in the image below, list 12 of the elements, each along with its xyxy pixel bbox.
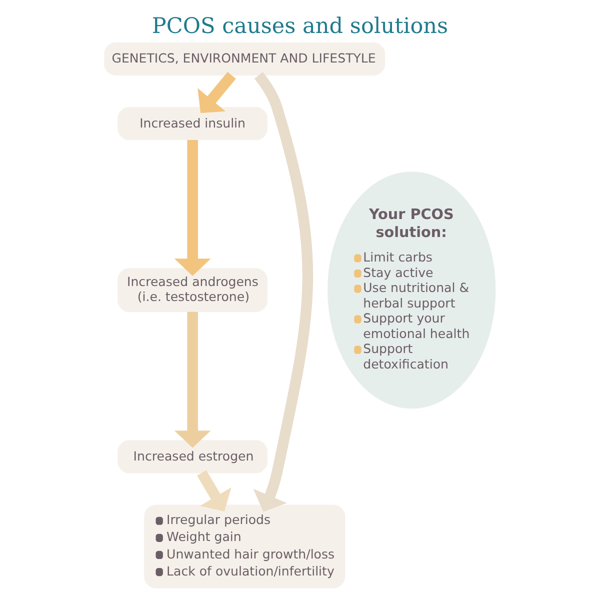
node-box: Increased estrogen bbox=[118, 440, 268, 474]
arrow bbox=[197, 470, 232, 512]
arrow bbox=[174, 140, 211, 276]
node-ellipse: Your PCOS solution: Limit carbs Stay active Use nutritional & herbal support Support your emotional health Support detoxification bbox=[328, 172, 496, 409]
arrow bbox=[253, 72, 313, 512]
node-box: Irregular periods Weight gain Unwanted hair growth/loss Lack of ovulation/infertility bbox=[144, 504, 346, 588]
diagram-title: PCOS causes and solutions bbox=[152, 14, 448, 40]
arrow bbox=[174, 312, 211, 448]
node-box: GENETICS, ENVIRONMENT AND LIFESTYLE bbox=[104, 42, 386, 76]
arrow bbox=[198, 72, 236, 114]
node-box: Increased androgens (i.e. testosterone) bbox=[118, 268, 268, 312]
node-box: Increased insulin bbox=[118, 106, 268, 140]
